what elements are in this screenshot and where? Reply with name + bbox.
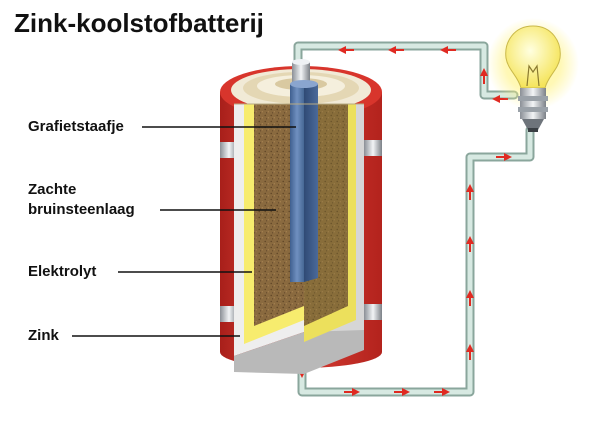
electrolyte-label-text: Elektrolyt: [28, 262, 96, 282]
zinc-label: Zink: [28, 326, 59, 346]
manganese-label-line1: Zachte: [28, 180, 135, 200]
light-bulb-icon: [487, 18, 579, 132]
zinc-label-text: Zink: [28, 326, 59, 346]
graphite-rod-label-text: Grafietstaafje: [28, 117, 124, 137]
graphite-rod: [290, 84, 304, 282]
manganese-layer-label: Zachte bruinsteenlaag: [28, 180, 135, 220]
electrolyte-label: Elektrolyt: [28, 262, 96, 282]
graphite-rod-label: Grafietstaafje: [28, 117, 124, 137]
zinc-carbon-battery: [220, 59, 382, 374]
page-title: Zink-koolstofbatterij: [14, 8, 264, 39]
manganese-label-line2: bruinsteenlaag: [28, 200, 135, 220]
